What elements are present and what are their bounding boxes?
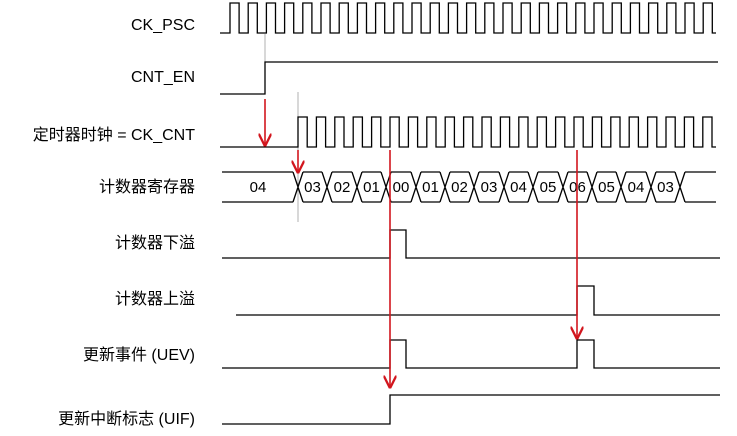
overflow-waveform xyxy=(236,285,720,316)
counter-value: 00 xyxy=(393,179,410,196)
counter-value: 04 xyxy=(250,179,267,196)
label-counter-register: 计数器寄存器 xyxy=(99,178,195,196)
causality-arrows xyxy=(265,99,577,387)
label-update-interrupt-flag: 更新中断标志 (UIF) xyxy=(58,410,195,428)
counter-value: 03 xyxy=(481,179,498,196)
ck-psc-waveform xyxy=(220,2,716,34)
counter-value: 04 xyxy=(510,179,527,196)
counter-value: 05 xyxy=(540,179,557,196)
underflow-waveform xyxy=(222,229,720,259)
uev-waveform xyxy=(222,339,720,369)
ck-cnt-waveform xyxy=(220,116,716,148)
counter-value: 04 xyxy=(628,179,645,196)
counter-value: 03 xyxy=(657,179,674,196)
counter-value: 02 xyxy=(451,179,468,196)
counter-bus-outline xyxy=(222,171,716,203)
label-ck-psc: CK_PSC xyxy=(131,17,195,34)
label-ck-cnt: 定时器时钟 = CK_CNT xyxy=(33,126,195,144)
counter-value: 01 xyxy=(363,179,380,196)
label-cnt-en: CNT_EN xyxy=(131,69,195,86)
counter-value: 02 xyxy=(334,179,351,196)
counter-value: 03 xyxy=(304,179,321,196)
label-counter-overflow: 计数器上溢 xyxy=(115,290,195,308)
label-counter-underflow: 计数器下溢 xyxy=(115,234,195,252)
cnt-en-waveform xyxy=(220,61,718,95)
counter-value: 05 xyxy=(598,179,615,196)
label-update-event: 更新事件 (UEV) xyxy=(83,346,195,364)
counter-value: 01 xyxy=(422,179,439,196)
uif-waveform xyxy=(222,394,720,425)
